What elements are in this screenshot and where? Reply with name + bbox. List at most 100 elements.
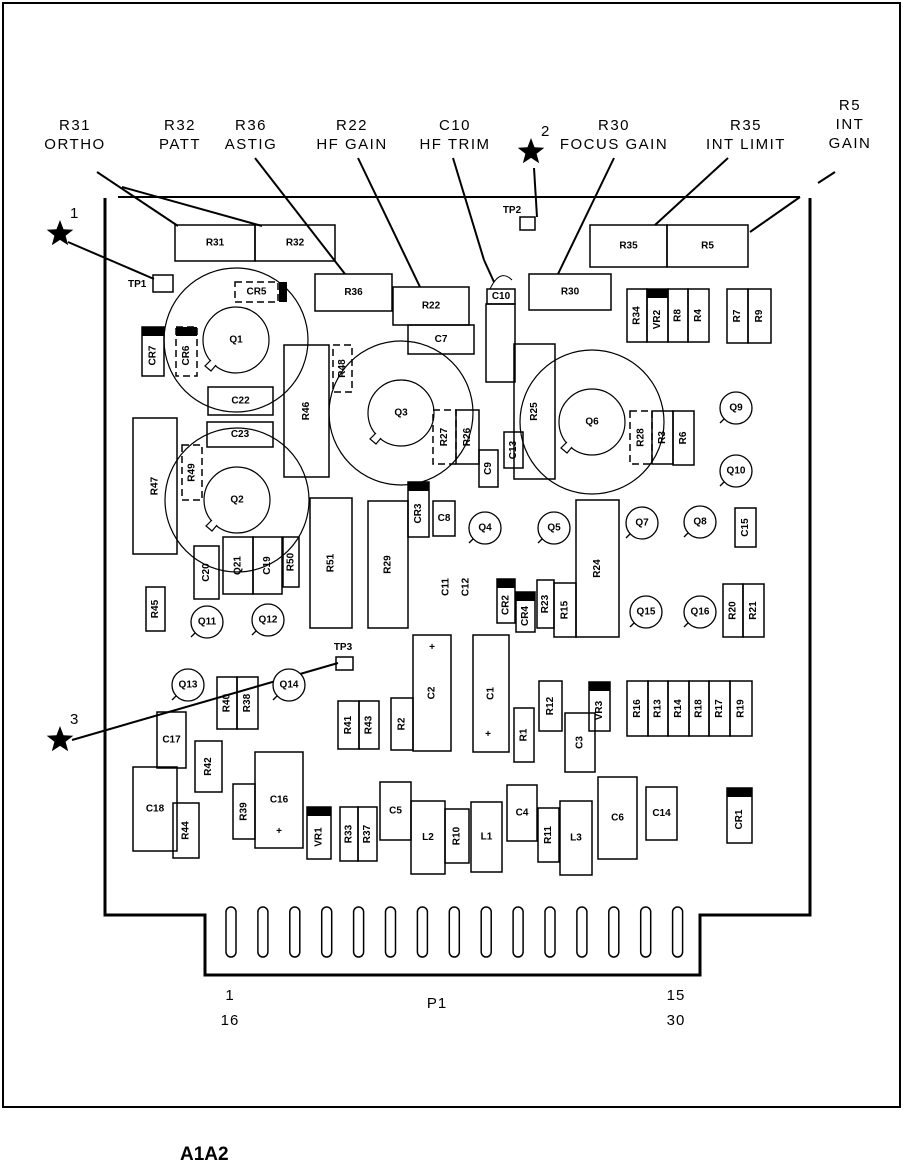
leader-line — [533, 167, 538, 218]
callout-function: ORTHO — [44, 136, 105, 153]
component-label: R9 — [754, 309, 765, 322]
transistor-label: Q12 — [259, 615, 278, 626]
transistor-q2: Q2 — [164, 427, 310, 573]
component-cr1: CR1 — [726, 787, 753, 844]
transistor-case — [367, 379, 435, 447]
component-r50: R50 — [282, 536, 300, 588]
connector-pin-last-bottom: 30 — [667, 1012, 686, 1029]
case-tab — [369, 432, 382, 445]
component-r33: R33 — [339, 806, 359, 862]
component-outline — [412, 634, 452, 752]
component-label: C14 — [652, 808, 671, 819]
leader-line — [254, 157, 346, 275]
component-label: R20 — [728, 601, 739, 620]
transistor-label: Q16 — [691, 607, 710, 618]
connector-pin-first-bottom: 16 — [221, 1012, 240, 1029]
marker-number: 2 — [541, 123, 551, 140]
component-outline — [252, 536, 283, 595]
component-label: R30 — [561, 287, 580, 298]
component-r31: R31 — [174, 224, 256, 262]
callout-ref: R31 — [59, 117, 91, 134]
connector-finger — [480, 906, 492, 958]
component-label: R22 — [422, 301, 441, 312]
case-tab — [190, 632, 196, 638]
component-outline — [513, 707, 535, 763]
leader-line — [483, 259, 495, 283]
connector-finger — [608, 906, 620, 958]
component-r23: R23 — [536, 579, 555, 629]
case-tab — [171, 695, 177, 701]
cathode-band — [142, 327, 164, 336]
connector-pin-last-top: 15 — [667, 987, 686, 1004]
polarity-plus-mark: + — [429, 642, 435, 653]
component-label: L1 — [481, 832, 493, 843]
component-outline — [175, 326, 198, 377]
connector-finger — [384, 906, 397, 958]
component-r27: R27 — [432, 409, 457, 465]
transistor-case — [719, 391, 753, 425]
component-outline — [597, 776, 638, 860]
transistor-label: Q4 — [478, 523, 492, 534]
transistor-q8: Q8 — [683, 505, 717, 539]
component-label: R40 — [222, 693, 233, 712]
leader-line — [96, 171, 179, 227]
component-label: R28 — [636, 428, 647, 447]
transistor-q6: Q6 — [519, 349, 665, 495]
component-r34: R34 — [626, 288, 648, 343]
component-label: R36 — [344, 287, 363, 298]
component-label: L2 — [422, 832, 434, 843]
component-label: VR2 — [652, 309, 663, 329]
component-c10: C10 — [486, 288, 516, 305]
transistor-label: Q13 — [179, 680, 198, 691]
component-label: CR1 — [734, 809, 745, 829]
transistor-q14: Q14 — [272, 668, 306, 702]
transistor-label: Q6 — [585, 417, 599, 428]
cathode-band — [647, 289, 668, 298]
component-outline — [193, 545, 220, 600]
test-point-marker-1: 1 — [46, 205, 78, 246]
component-outline — [132, 766, 178, 852]
component-r29: R29 — [367, 500, 409, 629]
component-label: C6 — [611, 813, 624, 824]
component-label: CR7 — [148, 345, 159, 365]
marker-number: 3 — [70, 711, 80, 728]
case-tab — [625, 533, 631, 539]
component-label: R8 — [673, 309, 684, 322]
component-label: R21 — [748, 601, 759, 620]
component-r6: R6 — [672, 410, 695, 466]
component-r11: R11 — [537, 807, 560, 863]
component-label: C15 — [740, 518, 751, 537]
component-outline — [432, 500, 456, 537]
component-label: R19 — [736, 699, 747, 718]
component-label: R4 — [693, 309, 704, 322]
connector-finger — [416, 906, 429, 958]
component-r39: R39 — [232, 783, 256, 840]
component-label: R47 — [150, 476, 161, 495]
component-c23: C23 — [206, 421, 274, 448]
component-label: L3 — [570, 833, 582, 844]
component-r26: R26 — [455, 409, 480, 465]
transistor-label: Q8 — [693, 517, 707, 528]
transistor-case — [558, 388, 626, 456]
case-tab — [205, 519, 218, 532]
test-point-marker-2: 2 — [517, 123, 551, 164]
component-r12: R12 — [538, 680, 563, 732]
leader-line — [749, 196, 801, 233]
transistor-q9: Q9 — [719, 391, 753, 425]
component-outline — [282, 536, 300, 588]
component-r16: R16 — [626, 680, 649, 737]
component-label: R13 — [653, 699, 664, 718]
component-label: R15 — [560, 600, 571, 619]
component-r15: R15 — [553, 582, 577, 638]
heatsink-outline — [328, 340, 474, 486]
component-label: CR5 — [246, 287, 266, 298]
transistor-case — [719, 454, 753, 488]
polarity-plus-mark: + — [485, 729, 491, 740]
component-c5: C5 — [379, 781, 412, 841]
transistor-label: Q1 — [229, 335, 243, 346]
component-outline — [734, 507, 757, 548]
